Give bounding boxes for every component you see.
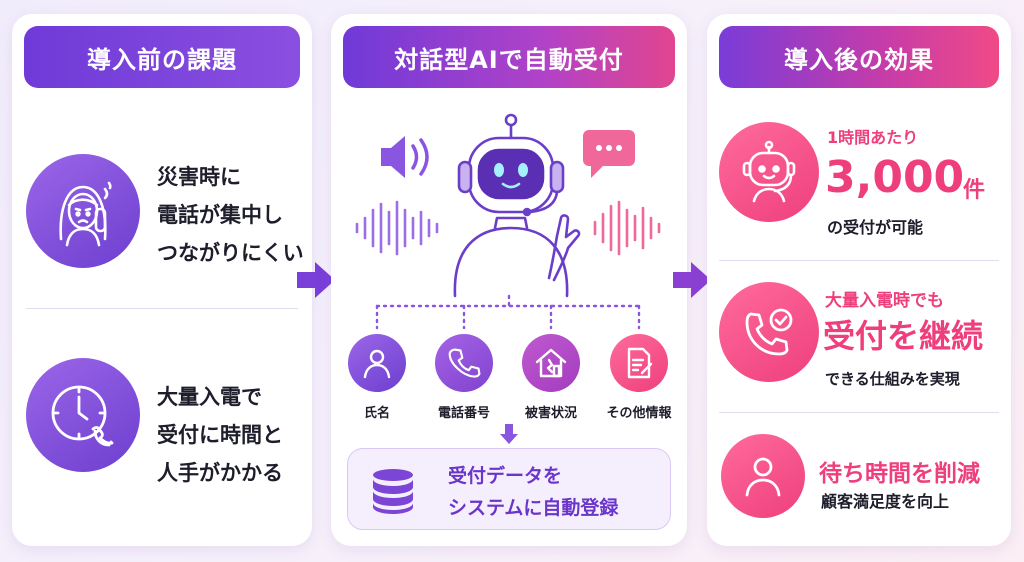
db-text-line2: システムに自動登録 — [448, 497, 619, 519]
issue1-line1: 災害時に — [157, 165, 241, 189]
document-icon — [610, 334, 668, 392]
right-divider-1 — [719, 260, 999, 261]
issue1-line3: つながりにくい — [157, 241, 304, 265]
effect1-number: 3,000 — [825, 152, 965, 203]
before-issues-title: 導入前の課題 — [87, 45, 237, 74]
ai-robot-icon — [431, 110, 591, 304]
right-divider-2 — [719, 412, 999, 413]
effect2-highlight-top: 大量入電時でも — [825, 291, 944, 311]
dotted-connector — [331, 294, 687, 338]
arrow-down-icon — [499, 422, 519, 450]
effect1-suffix: の受付が可能 — [827, 218, 924, 237]
ai-reception-header: 対話型AIで自動受付 — [343, 26, 675, 88]
before-issues-header: 導入前の課題 — [24, 26, 300, 88]
left-divider — [26, 308, 298, 309]
arrow-right-icon-2 — [669, 258, 713, 306]
issue2-line3: 人手がかかる — [157, 461, 283, 485]
after-effects-panel: 導入後の効果 1時間あたり 3,000 件 の受付が可能 大量入電時でも 受付を… — [707, 14, 1011, 546]
left-sound-wave-icon — [353, 198, 453, 262]
robot-headset-icon — [719, 122, 819, 222]
person-outline-icon — [721, 434, 805, 518]
effect2-suffix: できる仕組みを実現 — [825, 370, 960, 388]
effect3-highlight: 待ち時間を削減 — [819, 461, 980, 487]
ai-reception-title: 対話型AIで自動受付 — [394, 45, 624, 74]
item-label-damage: 被害状況 — [524, 406, 577, 421]
clock-phone-icon — [26, 358, 140, 472]
issue2-line1: 大量入電で — [157, 385, 262, 409]
effect3-suffix: 顧客満足度を向上 — [821, 492, 950, 511]
right-sound-wave-icon — [591, 198, 671, 262]
item-label-phone: 電話番号 — [437, 406, 490, 421]
before-issues-panel: 導入前の課題 災害時に 電話が集中し つながりにくい 大量入電で 受付に時間と … — [12, 14, 312, 546]
person-icon — [348, 334, 406, 392]
after-effects-title: 導入後の効果 — [784, 45, 934, 74]
effect1-unit: 件 — [963, 178, 986, 203]
phone-icon — [435, 334, 493, 392]
after-effects-header: 導入後の効果 — [719, 26, 999, 88]
effect1-prefix: 1時間あたり — [827, 128, 919, 147]
item-label-other: その他情報 — [606, 406, 672, 421]
effect2-highlight-main: 受付を継続 — [823, 317, 984, 355]
database-icon — [370, 467, 416, 519]
ai-reception-panel: 対話型AIで自動受付 — [331, 14, 687, 546]
auto-register-box: 受付データを システムに自動登録 — [347, 448, 671, 530]
issue1-line2: 電話が集中し — [157, 203, 283, 227]
phone-check-icon — [719, 282, 819, 382]
stressed-woman-icon — [26, 154, 140, 268]
speaker-icon — [377, 132, 437, 186]
damaged-house-icon — [522, 334, 580, 392]
db-text-line1: 受付データを — [448, 465, 563, 487]
chat-bubble-icon — [581, 126, 637, 186]
issue2-line2: 受付に時間と — [157, 423, 283, 447]
item-label-name: 氏名 — [363, 406, 390, 421]
arrow-right-icon-1 — [293, 258, 337, 306]
